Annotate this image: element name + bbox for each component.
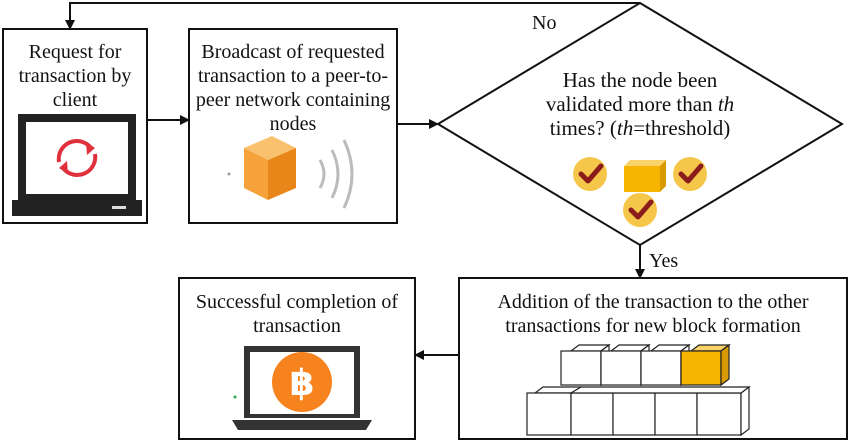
decision-label: Has the node been validated more than th… <box>520 68 760 140</box>
yes-branch-label: Yes <box>649 250 679 272</box>
no-feedback-arrow <box>65 2 640 30</box>
cube-signal-icon <box>227 136 354 209</box>
decision-label-line1: Has the node been <box>562 68 718 92</box>
broadcast-label-line4: nodes <box>269 113 317 135</box>
completion-label-line2: transaction <box>253 315 341 337</box>
no-branch-label: No <box>532 12 557 34</box>
decision-diamond <box>436 1 844 247</box>
decision-line3-suffix: =threshold) <box>633 116 731 140</box>
addition-label-line1: Addition of the transaction to the other <box>497 291 809 313</box>
decision-line3-variable: th <box>616 116 634 140</box>
bitcoin-glyph: ฿ <box>289 363 314 404</box>
request-label-line3: client <box>52 89 98 111</box>
decision-label-line3: times? (th=threshold) <box>520 116 760 140</box>
broadcast-label-line3: peer network containing <box>195 89 391 111</box>
broadcast-label: Broadcast of requested transaction to a … <box>188 40 398 136</box>
decision-line2-text: validated more than <box>545 92 718 116</box>
block-stack-icon <box>526 343 751 437</box>
completion-label: Successful completion of transaction <box>178 290 416 338</box>
broadcast-label-line2: transaction to a peer-to- <box>197 65 389 87</box>
completion-label-line1: Successful completion of <box>195 291 399 313</box>
request-label-line2: transaction by <box>18 65 132 87</box>
request-label-line1: Request for <box>28 41 122 63</box>
laptop-bitcoin-icon: ฿ <box>232 346 372 430</box>
addition-label: Addition of the transaction to the other… <box>458 290 848 338</box>
decision-label-line2: validated more than th <box>520 92 760 116</box>
broadcast-step <box>188 28 398 224</box>
request-label: Request for transaction by client <box>2 40 148 112</box>
decision-line2-variable: th <box>717 92 735 116</box>
addition-label-line2: transactions for new block formation <box>505 315 801 337</box>
broadcast-label-line1: Broadcast of requested <box>201 41 385 63</box>
laptop-refresh-icon <box>12 114 142 216</box>
checkmark-badge-icon <box>573 157 707 227</box>
decision-line3-text: times? ( <box>549 116 617 140</box>
